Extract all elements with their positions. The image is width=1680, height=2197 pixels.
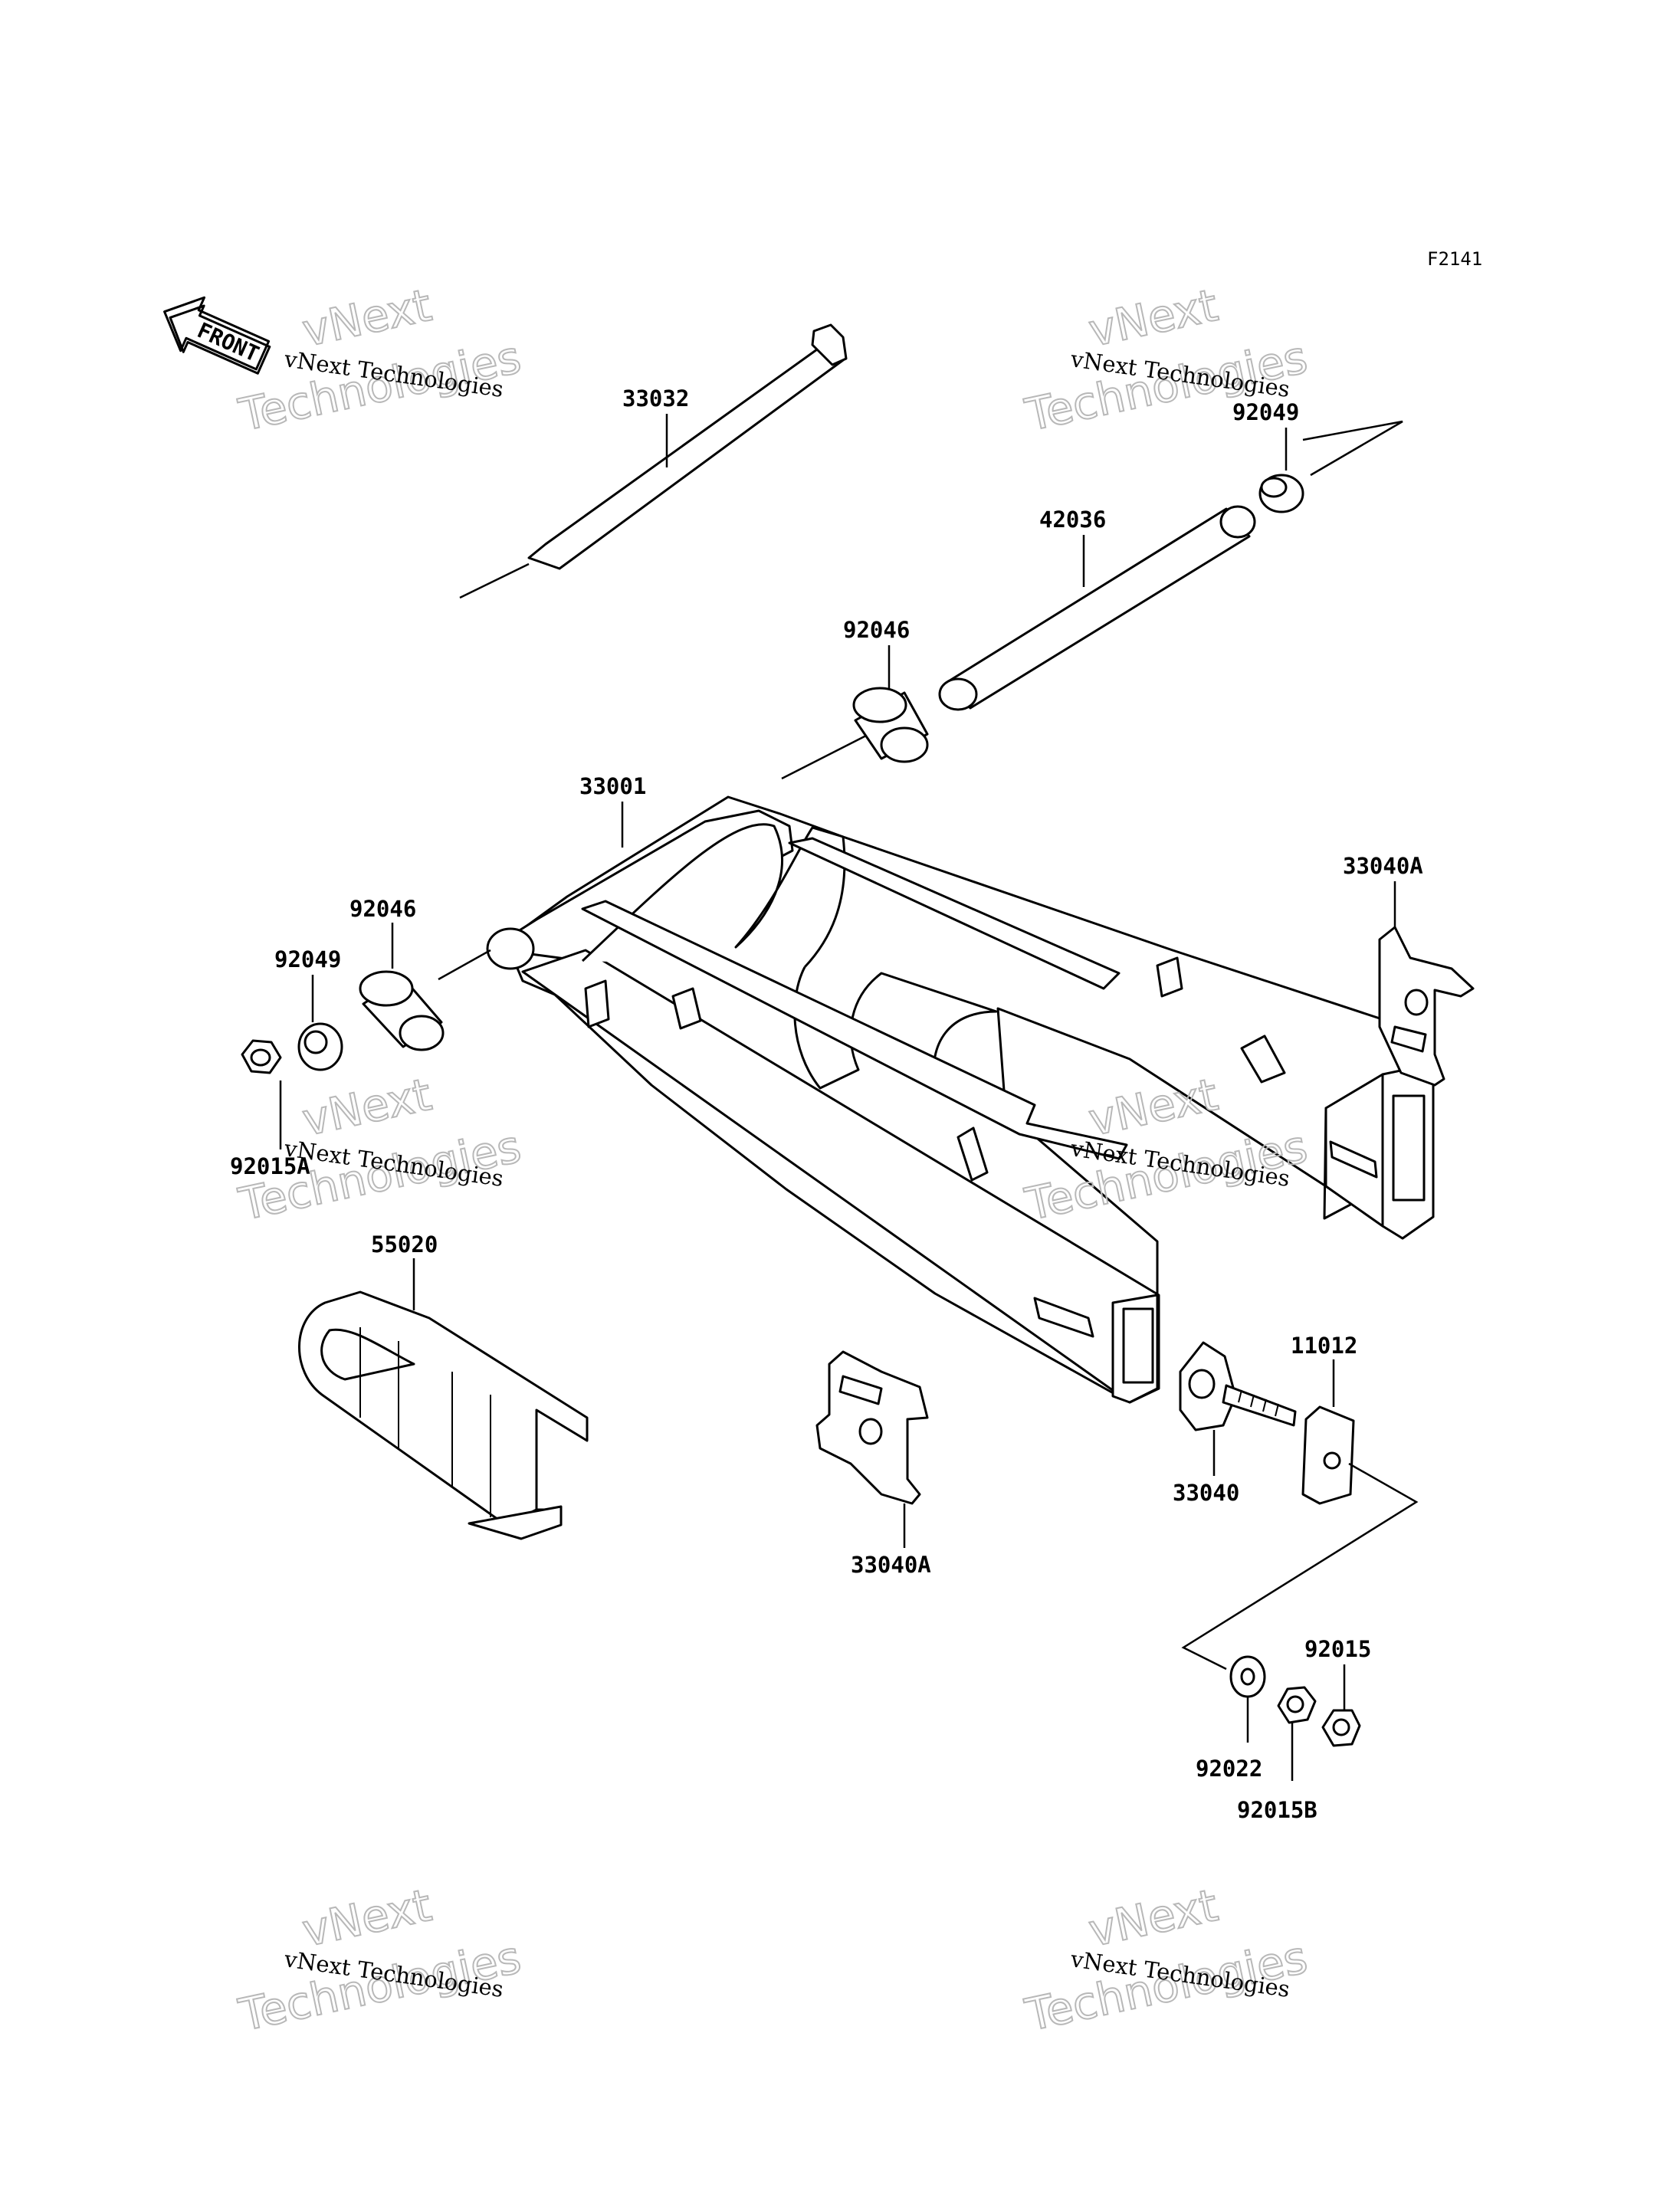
needle-bearing-left bbox=[359, 970, 445, 1051]
swingarm bbox=[486, 795, 1435, 1404]
figure-code: F2141 bbox=[1427, 248, 1482, 270]
collar-left bbox=[297, 1022, 343, 1071]
axis-line-bottom bbox=[1181, 1462, 1419, 1671]
collar-top bbox=[1258, 474, 1304, 513]
part-number-92015B: 92015B bbox=[1237, 1797, 1317, 1823]
part-number-92049-left: 92049 bbox=[274, 946, 341, 972]
front-arrow-icon: FRONT bbox=[163, 296, 271, 375]
part-number-11012: 11012 bbox=[1291, 1333, 1357, 1359]
watermark-bottom-right: vNext Technologies vNext Technologies bbox=[1020, 1878, 1313, 2042]
part-number-42036: 42036 bbox=[1039, 507, 1106, 533]
part-number-92046-left: 92046 bbox=[349, 896, 416, 922]
part-number-33040A-right: 33040A bbox=[1343, 853, 1423, 879]
part-number-33032: 33032 bbox=[622, 385, 689, 412]
nut-right bbox=[1321, 1709, 1361, 1747]
part-number-92015: 92015 bbox=[1304, 1636, 1371, 1662]
part-number-33001: 33001 bbox=[579, 773, 646, 799]
part-number-33040A-bottom: 33040A bbox=[851, 1552, 931, 1578]
part-number-33040: 33040 bbox=[1173, 1480, 1239, 1506]
chain-adjuster-plate-right bbox=[1378, 926, 1475, 1087]
watermark-big-line1: vNext bbox=[298, 1879, 436, 1957]
needle-bearing-top bbox=[852, 687, 929, 763]
watermark-bottom-left: vNext Technologies vNext Technologies bbox=[234, 1878, 527, 2042]
chain-adjuster bbox=[1179, 1341, 1297, 1431]
adjuster-block bbox=[1301, 1405, 1355, 1505]
part-number-92022: 92022 bbox=[1196, 1756, 1262, 1782]
sleeve bbox=[938, 505, 1256, 711]
watermark-big-line1: vNext bbox=[298, 1068, 436, 1146]
chain-guide bbox=[298, 1290, 589, 1540]
part-number-92049-top: 92049 bbox=[1232, 399, 1299, 425]
watermark-big-line1: vNext bbox=[1084, 1879, 1222, 1957]
part-number-55020: 55020 bbox=[371, 1231, 438, 1258]
watermark-mid-left: vNext Technologies vNext Technologies bbox=[234, 1067, 527, 1231]
watermark-big-line1: vNext bbox=[1084, 279, 1222, 357]
pivot-shaft bbox=[459, 323, 848, 599]
part-number-92015A: 92015A bbox=[230, 1153, 310, 1179]
watermark-top-left: vNext Technologies vNext Technologies bbox=[234, 278, 527, 442]
nut-left bbox=[241, 1039, 282, 1074]
washer bbox=[1229, 1655, 1266, 1698]
nut-middle bbox=[1277, 1686, 1317, 1724]
axis-line-left bbox=[438, 949, 491, 981]
axis-line-mid bbox=[781, 734, 867, 780]
chain-adjuster-plate-bottom bbox=[815, 1350, 929, 1505]
axis-line-top bbox=[1302, 420, 1403, 477]
part-number-92046-top: 92046 bbox=[843, 617, 910, 643]
watermark-big-line1: vNext bbox=[1084, 1068, 1222, 1146]
watermark-big-line1: vNext bbox=[298, 279, 436, 357]
